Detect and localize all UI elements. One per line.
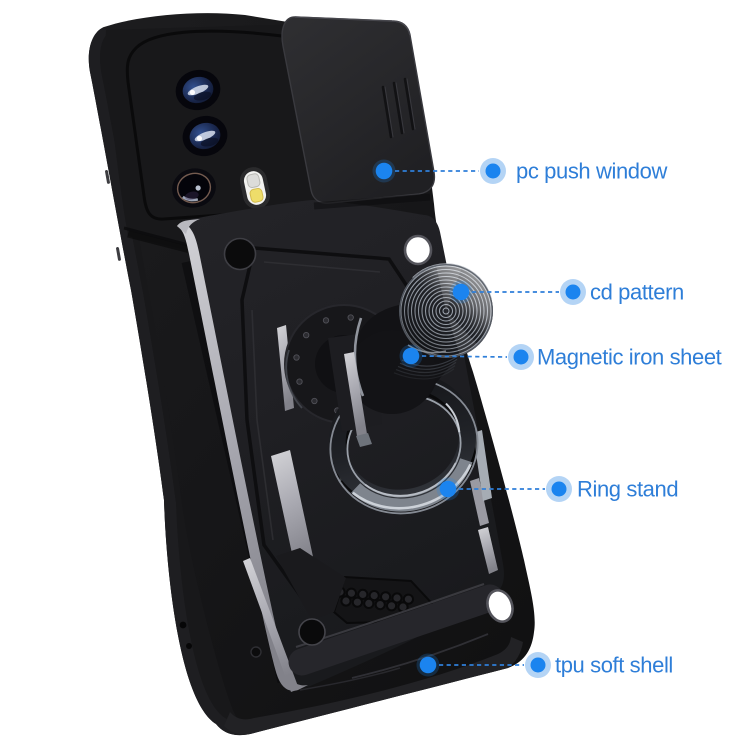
svg-text:Ring stand: Ring stand [577, 477, 678, 502]
svg-text:Magnetic iron sheet: Magnetic iron sheet [537, 345, 722, 370]
svg-text:cd pattern: cd pattern [590, 280, 684, 305]
svg-text:tpu soft shell: tpu soft shell [555, 653, 673, 678]
svg-text:pc push window: pc push window [516, 159, 667, 184]
